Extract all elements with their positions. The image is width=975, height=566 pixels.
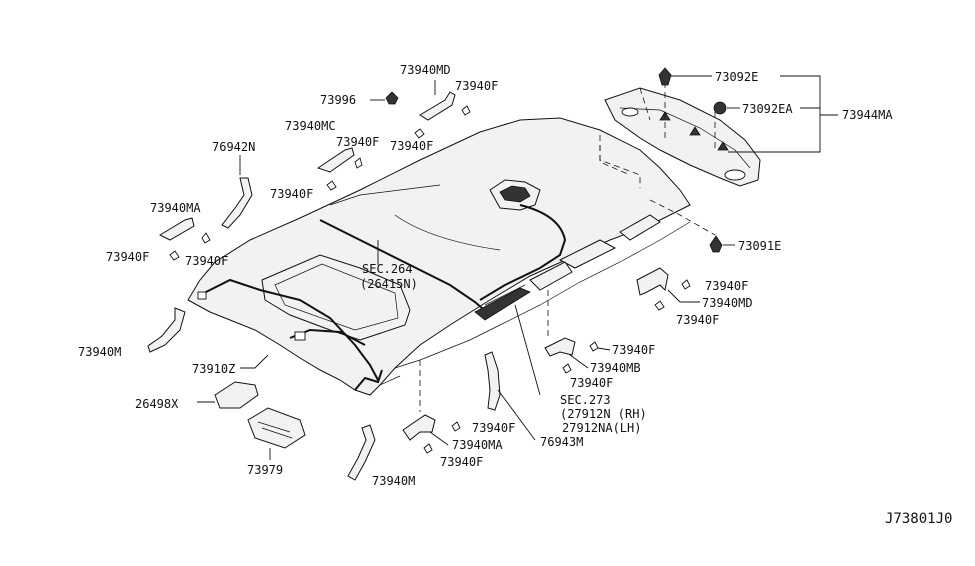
clip-73940f-a [414, 128, 425, 139]
assist-grip-73940m-bottom [347, 424, 376, 481]
assist-grip-73940md-right [636, 267, 700, 303]
label-73940f-m2: 73940F [570, 376, 613, 390]
label-73940f-top: 73940F [455, 79, 498, 93]
label-73940md-right: 73940MD [702, 296, 753, 310]
assist-grip-73940mc [316, 147, 363, 173]
label-73940ma-low: 73940MA [452, 438, 503, 452]
label-sec273-b: (27912N (RH) [560, 407, 647, 421]
assist-grip-73940md-top [419, 80, 456, 121]
label-73940m-left: 73940M [78, 345, 121, 359]
bracket-73944ma [728, 75, 821, 153]
clip-73940f-r2 [654, 300, 665, 311]
label-73940f-c: 73940F [270, 187, 313, 201]
leader-73910z [240, 354, 269, 369]
assist-grip-73940ma-left [158, 217, 195, 241]
clip-73092ea [713, 101, 740, 115]
label-sec264-b: (26415N) [360, 277, 418, 291]
part-labels: 73940MD 73996 73940F 73940MC 73940F 7394… [78, 63, 952, 527]
diagram-id: J73801J0 [885, 511, 952, 527]
clip-73940f-low2 [423, 443, 433, 454]
label-73940f-a: 73940F [336, 135, 379, 149]
leader-lines [377, 240, 611, 351]
label-73091e: 73091E [738, 239, 781, 253]
clip-73940f-r1 [681, 279, 691, 290]
label-73940f-r2: 73940F [676, 313, 719, 327]
clip-73940f-d [169, 250, 180, 261]
clip-73996 [370, 91, 399, 105]
label-73092e: 73092E [715, 70, 758, 84]
clip-73940f-low1 [451, 421, 461, 432]
assist-grip-76942n [221, 155, 253, 229]
label-73092ea: 73092EA [742, 102, 793, 116]
label-73944ma: 73944MA [842, 108, 893, 122]
label-sec273-a: SEC.273 [560, 393, 611, 407]
clip-73940f-e [201, 232, 211, 244]
label-73940ma-left: 73940MA [150, 201, 201, 215]
label-73940f-d: 73940F [106, 250, 149, 264]
label-73940f-e: 73940F [185, 254, 228, 268]
clip-73940f-b [326, 180, 337, 191]
label-73940mb: 73940MB [590, 361, 641, 375]
rear-trim-panel [599, 82, 761, 187]
assist-grip-76943m [484, 351, 536, 441]
label-73940md-top: 73940MD [400, 63, 451, 77]
label-sec273-c: 27912NA(LH) [562, 421, 641, 435]
sunroof-opening [261, 254, 411, 341]
assist-grip-73940m-left [147, 307, 186, 353]
label-73940m-bottom: 73940M [372, 474, 415, 488]
label-73940mc: 73940MC [285, 119, 336, 133]
headlining-panel [187, 117, 716, 396]
clip-73940f-top [461, 105, 471, 116]
label-73940f-low1: 73940F [472, 421, 515, 435]
clip-73940f-m1 [589, 341, 599, 352]
label-76943m: 76943M [540, 435, 583, 449]
label-73940f-m1: 73940F [612, 343, 655, 357]
label-76942n: 76942N [212, 140, 255, 154]
lamp-73979 [247, 407, 306, 460]
sunvisor-lamp [474, 284, 541, 396]
label-73940f-b: 73940F [390, 139, 433, 153]
label-73910z: 73910Z [192, 362, 235, 376]
label-26498x: 26498X [135, 397, 179, 411]
clip-73092e [658, 67, 712, 86]
clip-73940f-m2 [562, 363, 572, 374]
bracket-26498x [197, 381, 259, 409]
label-73940f-low2: 73940F [440, 455, 483, 469]
label-73940f-r1: 73940F [705, 279, 748, 293]
assist-grip-73940mb [544, 337, 589, 369]
label-73979: 73979 [247, 463, 283, 477]
label-sec264-a: SEC.264 [362, 262, 413, 276]
wire-harness [197, 204, 567, 391]
label-73996: 73996 [320, 93, 356, 107]
clip-73091e [709, 235, 735, 253]
assist-grip-73940ma-low [402, 414, 449, 446]
